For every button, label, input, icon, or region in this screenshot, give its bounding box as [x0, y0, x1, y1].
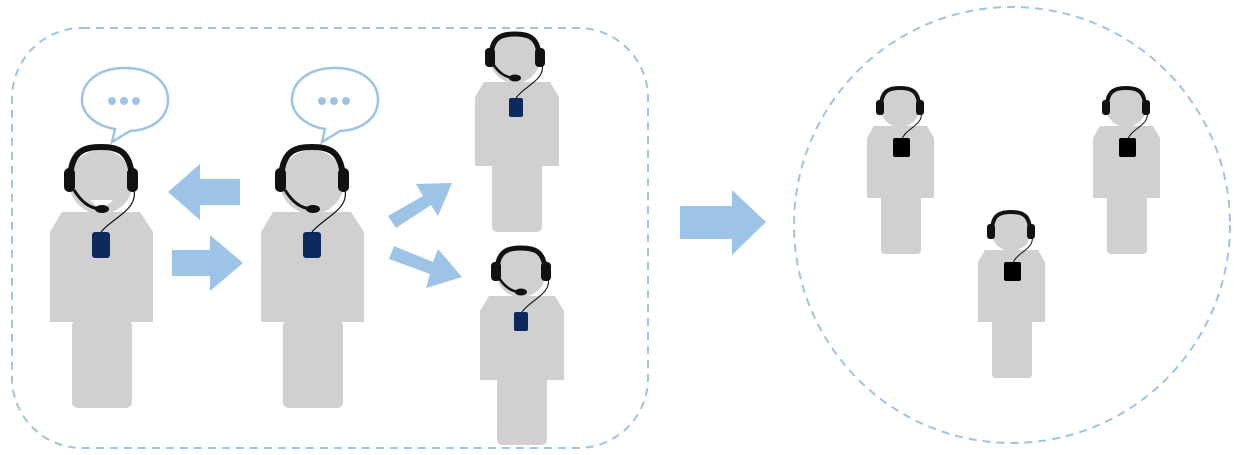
- person-group-member: [1093, 85, 1160, 254]
- person-head: [991, 211, 1031, 251]
- person-legs: [283, 320, 343, 408]
- person-torso: [475, 82, 559, 166]
- person-speaker-1: [50, 66, 170, 408]
- headset-icon: [485, 31, 545, 99]
- person-legs: [72, 320, 132, 408]
- person-head: [1106, 87, 1146, 127]
- person-torso: [1093, 126, 1160, 198]
- headset-icon: [64, 143, 138, 233]
- device-icon: [303, 232, 321, 258]
- person-head: [69, 150, 133, 214]
- device-icon: [1119, 138, 1136, 157]
- person-torso: [50, 212, 153, 322]
- headset-icon: [275, 143, 349, 233]
- speaking-group-boundary: [11, 27, 649, 449]
- device-icon: [509, 98, 523, 117]
- device-icon: [893, 138, 910, 157]
- person-legs: [1107, 194, 1147, 254]
- headset-icon: [876, 85, 924, 140]
- headset-icon: [987, 209, 1035, 264]
- person-torso: [867, 126, 934, 198]
- person-legs: [497, 375, 547, 445]
- headset-icon: [491, 245, 551, 313]
- arrow-icon: [680, 190, 766, 255]
- person-legs: [881, 194, 921, 254]
- arrow-icon: [168, 164, 240, 220]
- device-icon: [1004, 262, 1021, 281]
- arrow-icon: [172, 235, 243, 291]
- person-legs: [492, 160, 542, 232]
- arrow-icon: [388, 183, 452, 228]
- person-torso: [978, 250, 1045, 322]
- person-group-member: [867, 85, 934, 254]
- person-head: [490, 33, 540, 83]
- listening-group-boundary: [793, 6, 1231, 444]
- person-listener: [475, 31, 559, 232]
- person-torso: [261, 212, 364, 322]
- person-speaker-2: [261, 66, 380, 408]
- person-group-member: [978, 209, 1045, 378]
- device-icon: [514, 312, 528, 331]
- headset-icon: [1102, 85, 1150, 140]
- arrow-icon: [389, 246, 462, 288]
- speech-bubble-icon: [80, 66, 170, 145]
- person-listener: [480, 245, 564, 445]
- device-icon: [92, 232, 110, 258]
- mouth-icon: [90, 200, 113, 207]
- person-head: [280, 150, 344, 214]
- person-torso: [480, 296, 564, 380]
- person-head: [880, 87, 920, 127]
- person-head: [496, 247, 546, 297]
- speech-bubble-icon: [290, 66, 380, 145]
- person-legs: [992, 318, 1032, 378]
